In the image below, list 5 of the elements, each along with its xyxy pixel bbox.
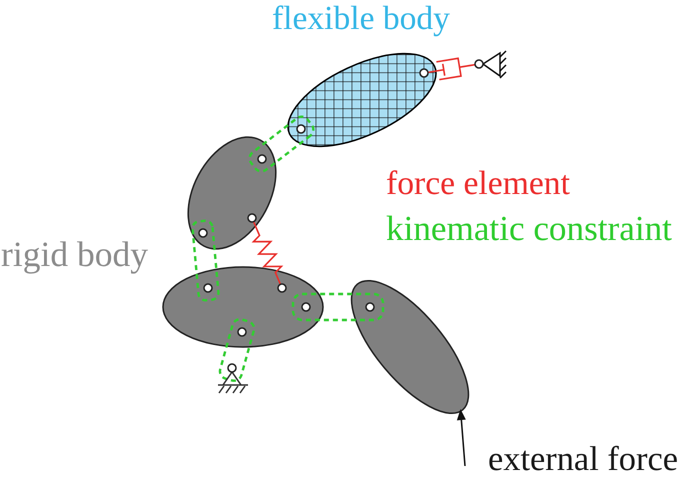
annotation-label: kinematic constraint: [386, 210, 672, 246]
annotation-label: external force: [488, 442, 678, 477]
annotation-label: force element: [386, 166, 570, 200]
annotation-label: flexible body: [272, 2, 450, 36]
annotation-label: rigid body: [1, 237, 148, 273]
